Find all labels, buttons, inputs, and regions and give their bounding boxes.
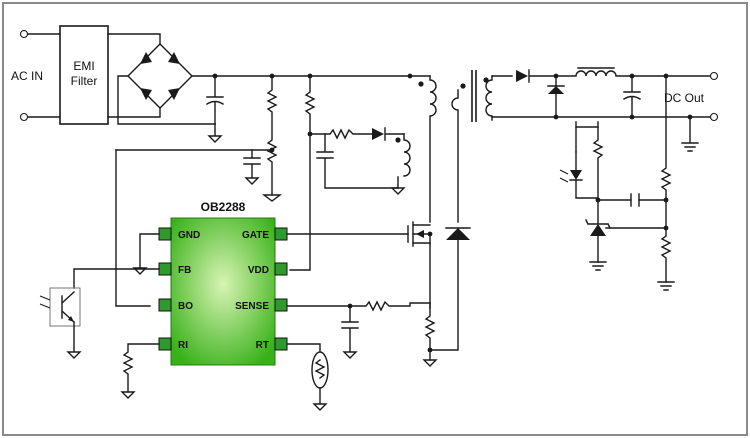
current-sense [286,300,438,367]
power-mosfet [286,221,433,309]
rt-thermistor [286,343,329,411]
ri-resistor [120,343,160,399]
gnd-pin-wire [132,233,160,275]
emi-filter: EMI Filter [59,25,109,125]
pin-ri [158,337,172,351]
optocoupler [39,268,160,359]
pin-label-rt: RT [256,340,269,351]
pin-bo [158,298,172,312]
transformer-core [471,70,477,122]
transformer-primary [418,75,437,223]
clamp-circuit [429,83,471,351]
pin-vdd [274,262,288,276]
feedback-network [559,75,675,291]
emi-label-line2: Filter [71,74,98,88]
pin-label-sense: SENSE [235,301,269,312]
pin-sense [274,298,288,312]
pin-label-gate: GATE [242,230,269,241]
output-filter [491,67,711,152]
ac-input-terminals [19,29,61,122]
controller-ic [158,217,288,366]
pin-label-ri: RI [178,340,188,351]
pin-label-fb: FB [178,265,191,276]
pin-rt [274,337,288,351]
pin-gnd [158,227,172,241]
pin-label-vdd: VDD [248,265,269,276]
pin-fb [158,262,172,276]
ac-in-label: AC IN [11,69,43,83]
bridge-rectifier [117,43,216,125]
pin-gate [274,227,288,241]
dc-out-label: DC Out [664,91,705,105]
bulk-capacitor [206,75,224,143]
pin-label-gnd: GND [178,230,200,241]
brownout-divider [115,75,283,307]
emi-label-line1: EMI [73,59,94,73]
dc-output-terminals [709,71,719,122]
chip-name: OB2288 [201,200,246,214]
aux-supply [309,127,411,195]
transformer-secondary [483,75,513,121]
pin-label-bo: BO [178,301,193,312]
